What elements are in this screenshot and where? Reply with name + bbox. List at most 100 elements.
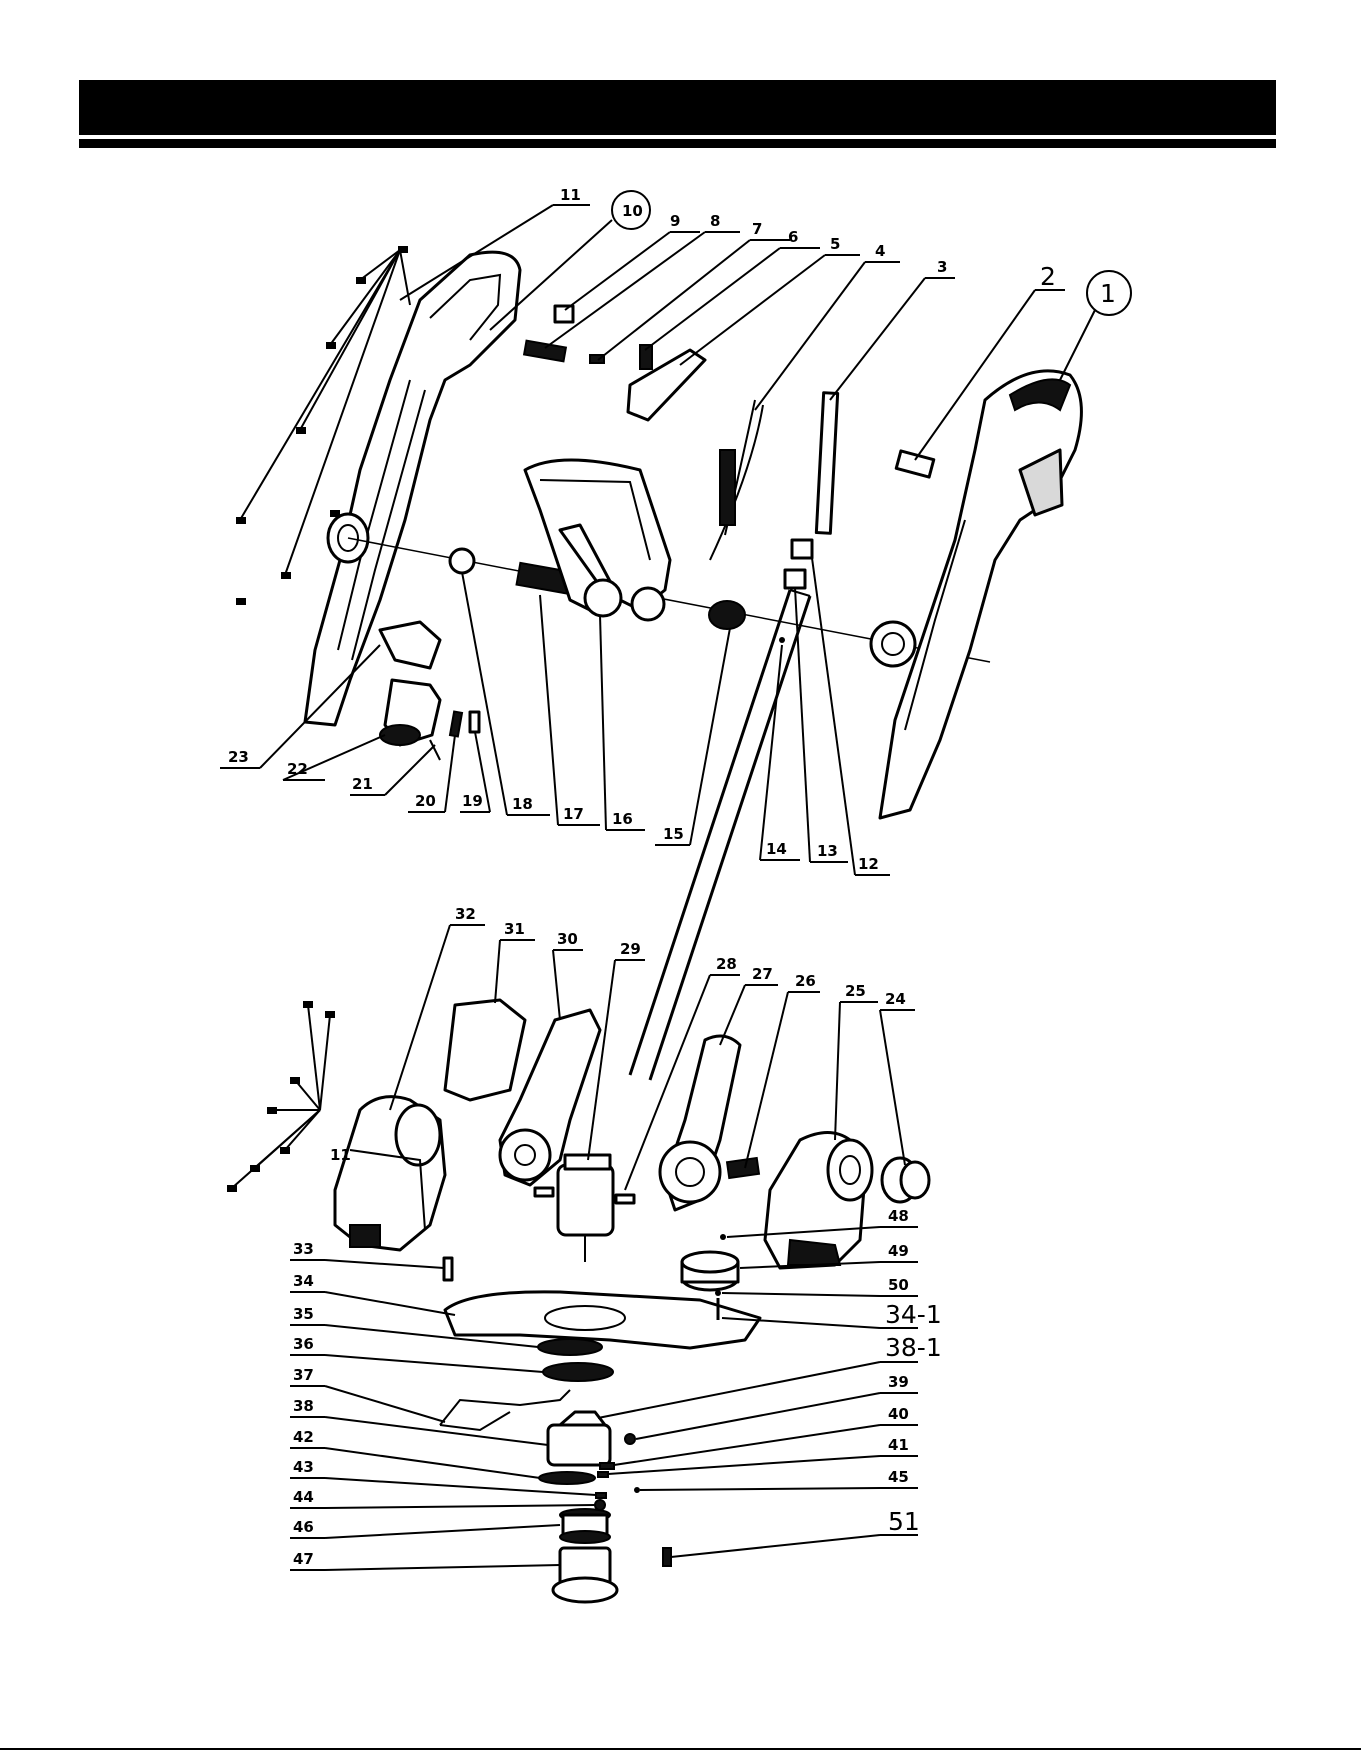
callout-22: 22	[287, 760, 308, 778]
part-28-motor	[535, 1155, 634, 1262]
part-18-washer	[450, 549, 474, 573]
callout-26: 26	[795, 972, 816, 990]
part-22-coupling	[380, 680, 440, 745]
callout-45: 45	[888, 1468, 909, 1486]
part-4-wire-harness	[710, 400, 763, 560]
callout-46: 46	[293, 1518, 314, 1536]
callout-10: 10	[622, 202, 643, 220]
callout-25: 25	[845, 982, 866, 1000]
callout-6: 6	[788, 228, 798, 246]
callout-35: 35	[293, 1305, 314, 1323]
part-23-clip	[380, 622, 440, 668]
callout-38-1: 38-1	[885, 1333, 942, 1362]
part-46-spool	[560, 1509, 610, 1543]
part-8-switch-spring	[524, 341, 566, 362]
callout-19: 19	[462, 792, 483, 810]
part-33-tab	[444, 1258, 452, 1280]
callout-50: 50	[888, 1276, 909, 1294]
callout-2: 2	[1040, 262, 1056, 291]
callout-11b: 11	[330, 1146, 351, 1164]
callout-8: 8	[710, 212, 720, 230]
part-50-ball	[715, 1290, 721, 1296]
part-40-clip	[600, 1463, 614, 1469]
callout-34: 34	[293, 1272, 314, 1290]
callout-49: 49	[888, 1242, 909, 1260]
callout-20: 20	[415, 792, 436, 810]
callout-43: 43	[293, 1458, 314, 1476]
part-49-cap	[682, 1252, 738, 1290]
part-19-pin	[470, 712, 479, 732]
callout-18: 18	[512, 795, 533, 813]
callout-1: 1	[1100, 279, 1116, 308]
callout-48: 48	[888, 1207, 909, 1225]
callout-21: 21	[352, 775, 373, 793]
part-2-plate	[896, 451, 934, 477]
callout-4: 4	[875, 242, 885, 260]
callout-17: 17	[563, 805, 584, 823]
callout-31: 31	[504, 920, 525, 938]
callout-11a: 11	[560, 186, 581, 204]
part-41-clip	[598, 1472, 608, 1477]
part-1-handle-housing-right	[871, 371, 1081, 818]
callout-39: 39	[888, 1373, 909, 1391]
callout-34-1: 34-1	[885, 1300, 942, 1329]
callout-47: 47	[293, 1550, 314, 1568]
callout-51: 51	[888, 1507, 920, 1536]
callout-14: 14	[766, 840, 787, 858]
part-39-screw	[625, 1434, 635, 1444]
callout-32: 32	[455, 905, 476, 923]
callout-5: 5	[830, 235, 840, 253]
part-20-spring	[450, 711, 462, 736]
callout-13: 13	[817, 842, 838, 860]
part-15-nut	[709, 601, 745, 629]
part-51-screw	[663, 1548, 671, 1566]
callout-44: 44	[293, 1488, 314, 1506]
part-48-ball	[720, 1234, 726, 1240]
part-43-pin	[596, 1493, 606, 1498]
part-36-washer	[543, 1363, 613, 1381]
callout-12: 12	[858, 855, 879, 873]
part-45-ball	[634, 1487, 640, 1493]
bottom-rule	[0, 1748, 1361, 1750]
part-27-bracket	[660, 1036, 740, 1210]
callout-42: 42	[293, 1428, 314, 1446]
part-47-spool-cover	[553, 1548, 617, 1602]
part-14-rivet	[779, 637, 785, 643]
callout-36: 36	[293, 1335, 314, 1353]
part-29-tube	[630, 590, 810, 1080]
callout-29: 29	[620, 940, 641, 958]
callout-7: 7	[752, 220, 762, 238]
part-21-pin	[430, 740, 440, 760]
part-42-plate	[539, 1472, 595, 1484]
callout-41: 41	[888, 1436, 909, 1454]
callout-40: 40	[888, 1405, 909, 1423]
part-32-motor-housing-left	[335, 1097, 445, 1250]
part-13-block	[785, 570, 805, 588]
part-26-spring	[727, 1158, 759, 1178]
part-44-washer	[595, 1500, 605, 1510]
screw-set-lower	[227, 1001, 335, 1192]
part-9-button	[555, 306, 573, 322]
callout-24: 24	[885, 990, 906, 1008]
callout-23: 23	[228, 748, 249, 766]
part-35-washer	[538, 1339, 602, 1355]
callout-37: 37	[293, 1366, 314, 1384]
callout-3: 3	[937, 258, 947, 276]
part-25-motor-housing-right	[765, 1133, 872, 1269]
callout-27: 27	[752, 965, 773, 983]
callout-15: 15	[663, 825, 684, 843]
part-16-aux-handle	[525, 460, 670, 620]
callout-38: 38	[293, 1397, 314, 1415]
part-38-spool-housing	[548, 1412, 610, 1465]
part-3-rod	[816, 393, 837, 534]
callout-16: 16	[612, 810, 633, 828]
part-34-guard	[445, 1292, 760, 1348]
callout-9: 9	[670, 212, 680, 230]
callout-33: 33	[293, 1240, 314, 1258]
callout-28: 28	[716, 955, 737, 973]
part-12-block	[792, 540, 812, 558]
part-31-cover	[445, 1000, 525, 1100]
part-37-wire-guard	[440, 1390, 570, 1430]
callout-30: 30	[557, 930, 578, 948]
